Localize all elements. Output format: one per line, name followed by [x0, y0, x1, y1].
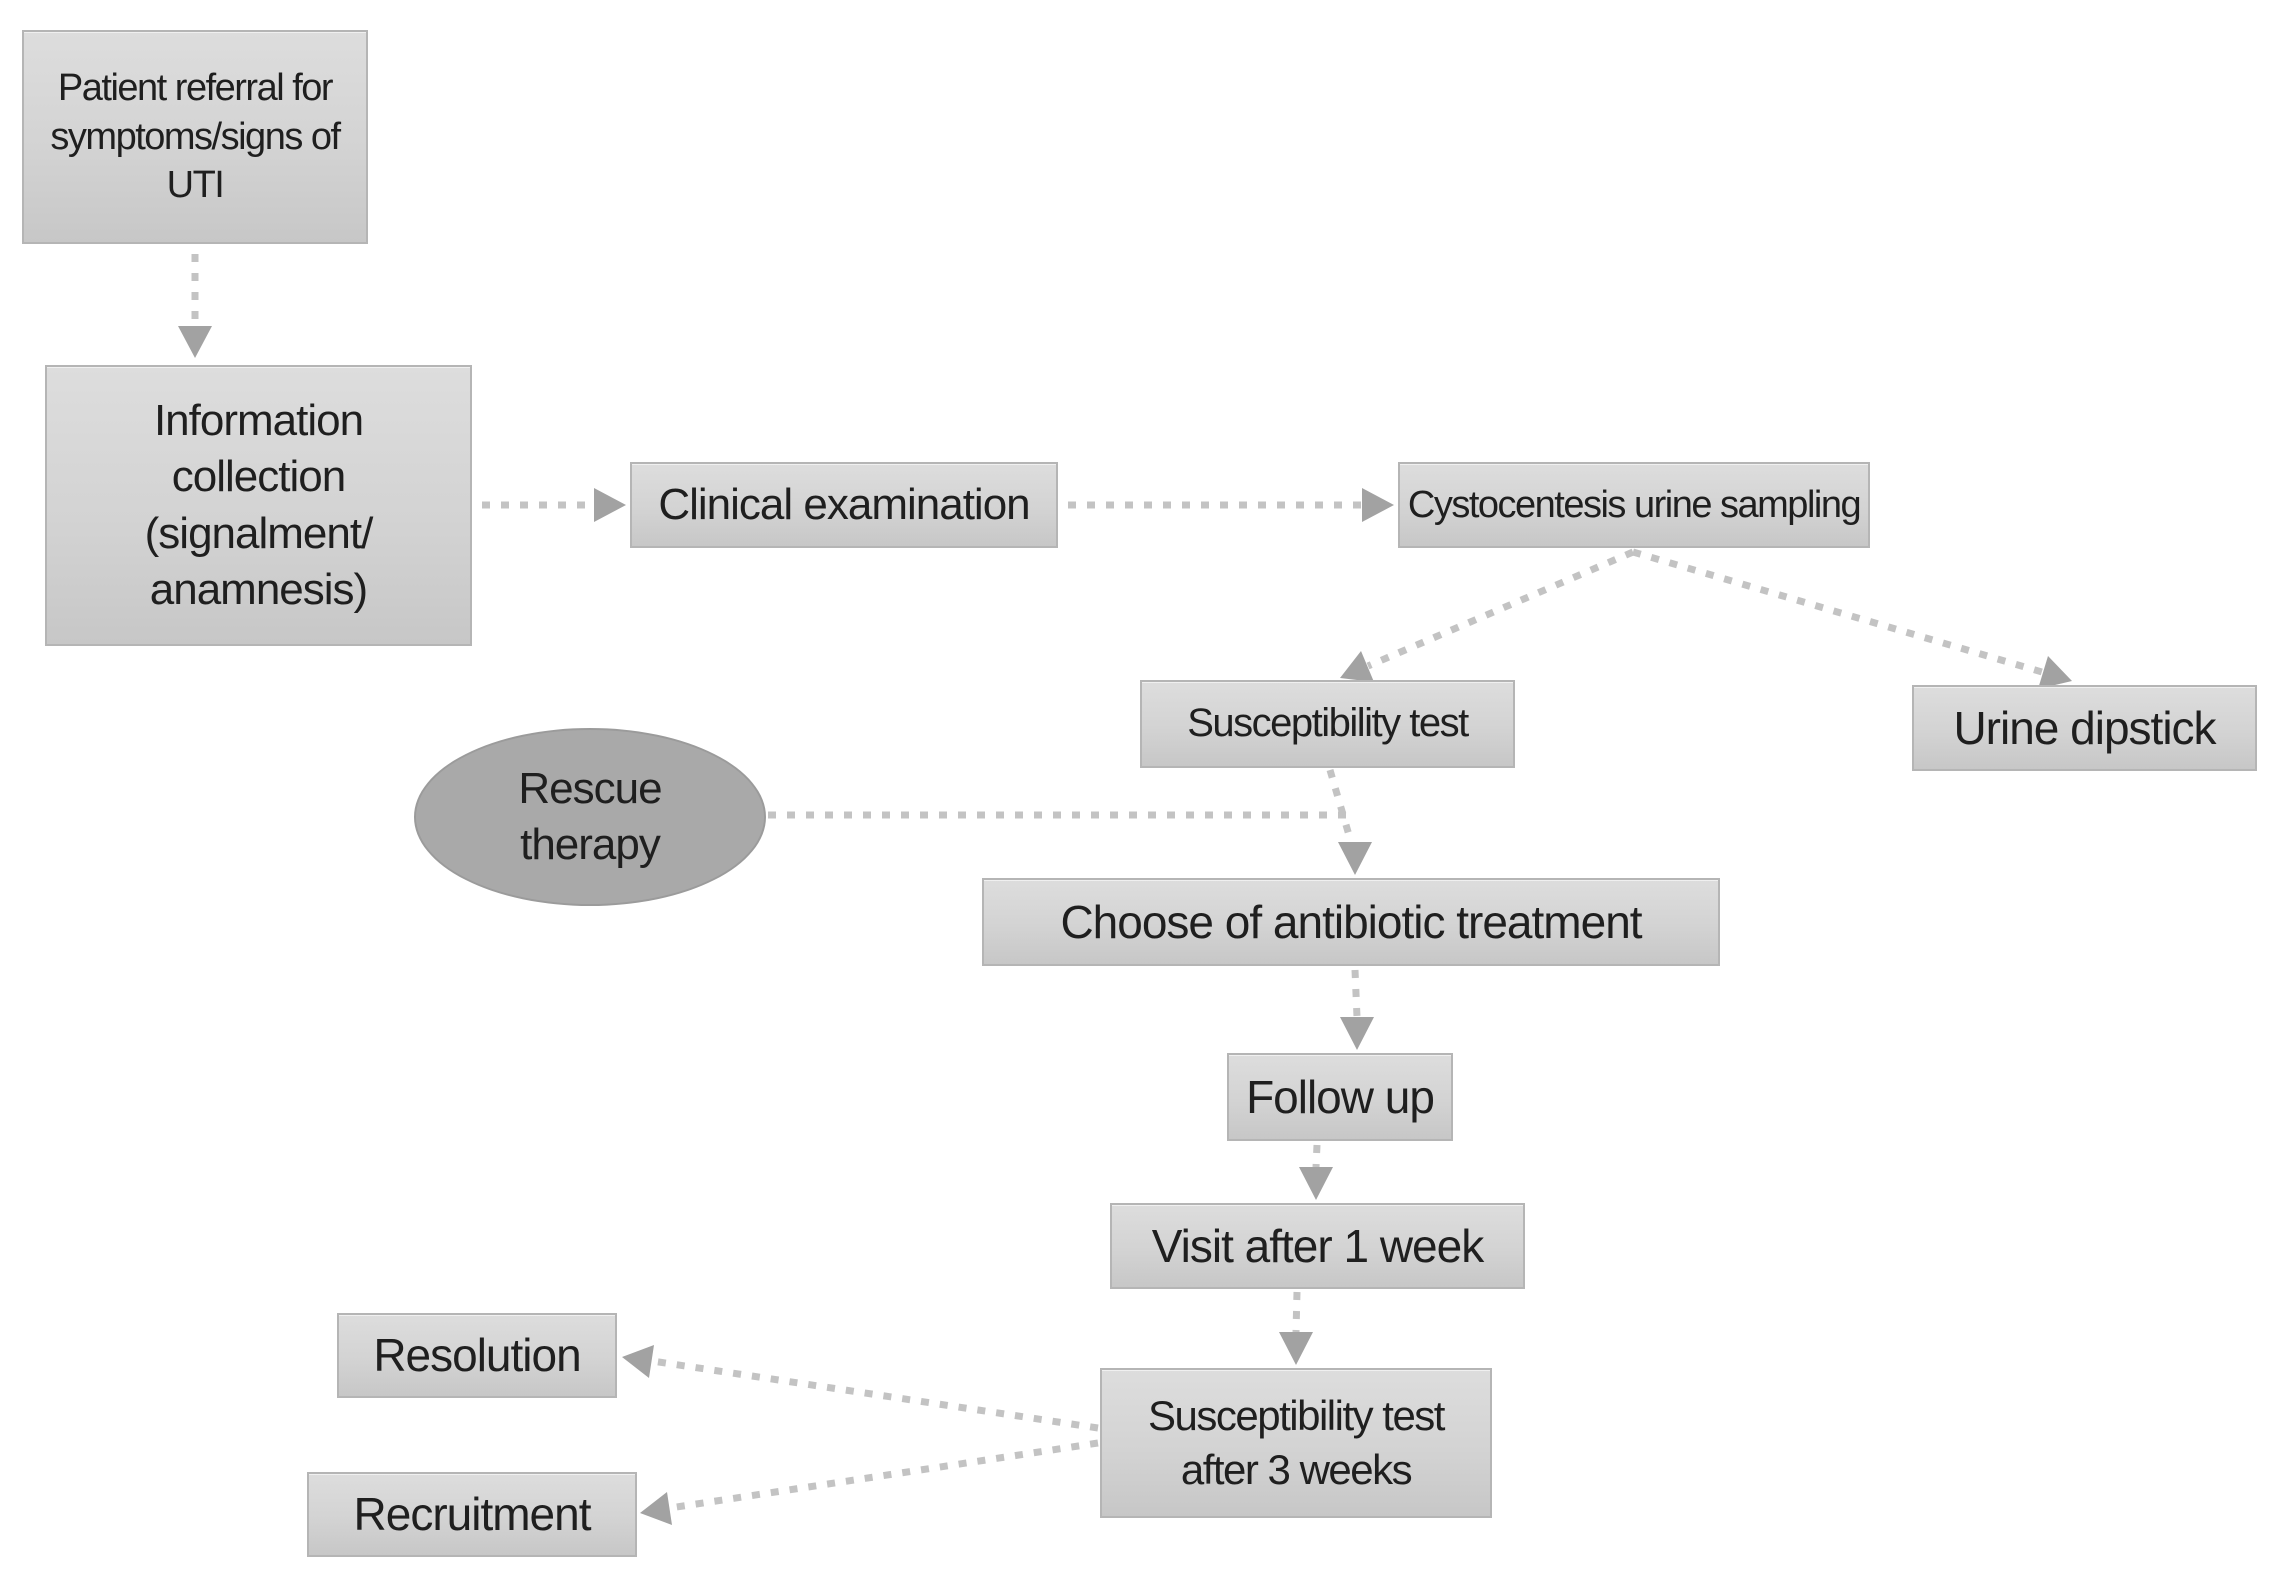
node-choose-antibiotic-treatment: Choose of antibiotic treatment: [982, 878, 1720, 966]
arrowhead-down-icon: [1279, 1332, 1313, 1365]
arrowhead-left-icon: [640, 1492, 672, 1525]
edge-clinical-examination-to-cystocentesis: [1068, 488, 1394, 522]
edge-follow-up-to-visit-after-1-week: [1299, 1144, 1333, 1200]
node-urine-dipstick: Urine dipstick: [1912, 685, 2257, 771]
arrowhead-down-icon: [1299, 1167, 1333, 1200]
node-clinical-examination: Clinical examination: [630, 462, 1058, 548]
arrowhead-downleft-icon: [1340, 651, 1374, 682]
edge-susceptibility-3-weeks-to-recruitment: [640, 1439, 1099, 1525]
arrowhead-down-icon: [178, 326, 212, 358]
arrowhead-downright-icon: [2038, 656, 2072, 689]
edge-susceptibility-test-to-choose-antibiotic: [1326, 769, 1372, 875]
edge-patient-referral-to-information-collection: [178, 254, 212, 358]
node-patient-referral: Patient referral for symptoms/signs of U…: [22, 30, 368, 244]
edge-information-collection-to-clinical-examination: [482, 488, 626, 522]
node-resolution: Resolution: [337, 1313, 617, 1398]
node-rescue-therapy: Rescue therapy: [414, 728, 766, 906]
edge-cystocentesis-to-susceptibility-test: [1340, 548, 1635, 682]
edge-visit-after-1-week-to-susceptibility-3-weeks: [1279, 1291, 1313, 1365]
arrowhead-left-icon: [622, 1345, 654, 1378]
arrowhead-right-icon: [1362, 488, 1394, 522]
node-susceptibility-test-3-weeks: Susceptibility test after 3 weeks: [1100, 1368, 1492, 1518]
node-recruitment: Recruitment: [307, 1472, 637, 1557]
arrowhead-right-icon: [594, 488, 626, 522]
node-susceptibility-test: Susceptibility test: [1140, 680, 1515, 768]
edge-susceptibility-3-weeks-to-resolution: [622, 1345, 1099, 1432]
node-cystocentesis-urine-sampling: Cystocentesis urine sampling: [1398, 462, 1870, 548]
arrowhead-down-icon: [1338, 842, 1372, 875]
node-visit-after-1-week: Visit after 1 week: [1110, 1203, 1525, 1289]
node-information-collection: Information collection (signalment/ anam…: [45, 365, 472, 646]
edge-cystocentesis-to-urine-dipstick: [1632, 548, 2072, 689]
node-follow-up: Follow up: [1227, 1053, 1453, 1141]
edge-choose-antibiotic-to-follow-up: [1340, 969, 1374, 1050]
arrowhead-down-icon: [1340, 1017, 1374, 1050]
